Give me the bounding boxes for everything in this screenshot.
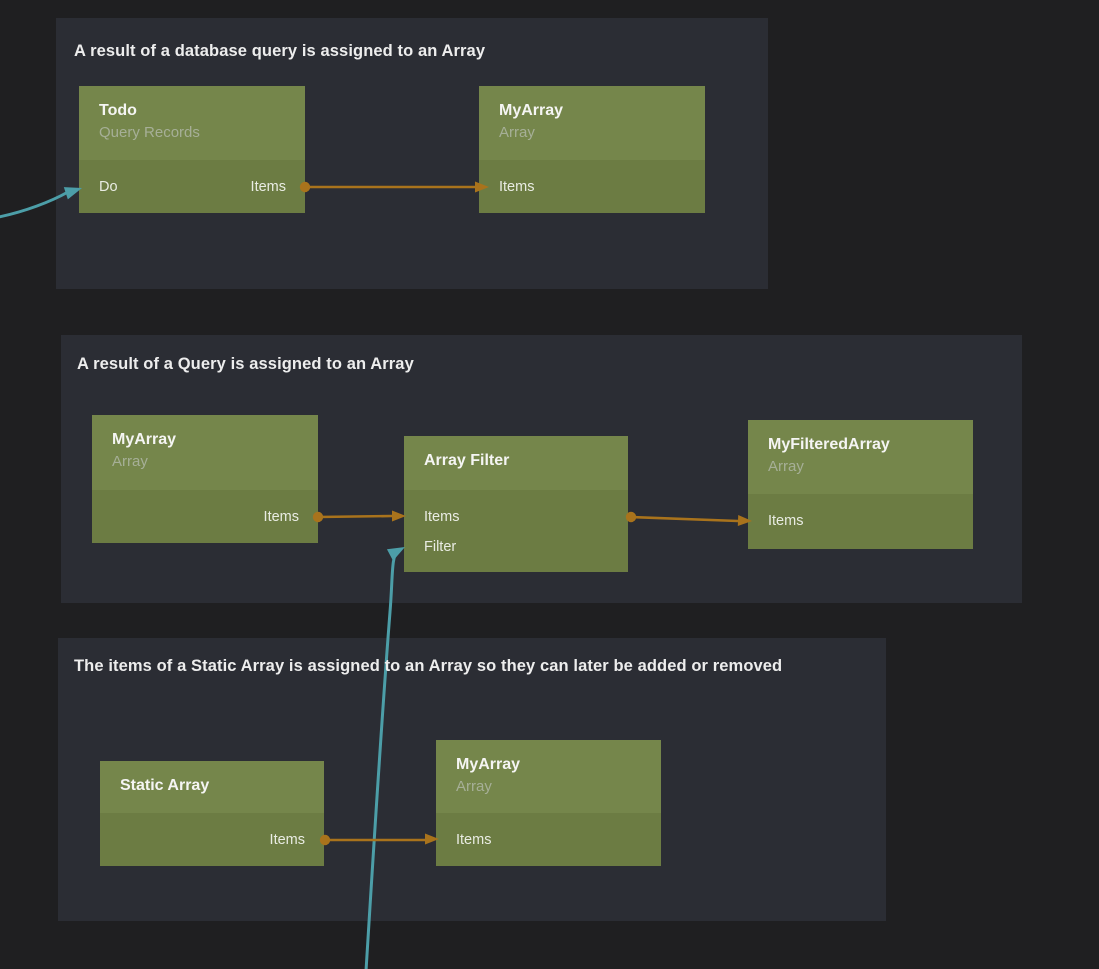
port-row: Items <box>404 502 628 532</box>
node-title: MyArray <box>112 431 177 448</box>
node-ports: Items Filter <box>404 490 628 572</box>
node-subtitle: Array <box>112 453 148 470</box>
input-port-filter[interactable]: Filter <box>424 539 457 555</box>
node-todo-query-records[interactable]: Todo Query Records Do Items <box>79 86 305 213</box>
port-row: Items <box>92 502 318 532</box>
input-port-items[interactable]: Items <box>768 513 804 529</box>
node-subtitle: Array <box>499 124 535 141</box>
node-ports: Items <box>100 813 324 866</box>
node-ports: Items <box>748 494 973 549</box>
node-title: MyArray <box>456 756 521 773</box>
port-row: Items <box>748 506 973 536</box>
node-title: Todo <box>99 102 137 119</box>
node-myarray-3[interactable]: MyArray Array Items <box>436 740 661 866</box>
node-header: Static Array <box>100 761 324 813</box>
node-header: Todo Query Records <box>79 86 305 160</box>
node-array-filter[interactable]: Array Filter Items Filter <box>404 436 628 572</box>
node-ports: Do Items <box>79 160 305 213</box>
output-port-items[interactable]: Items <box>263 509 299 525</box>
node-subtitle: Query Records <box>99 124 200 141</box>
node-ports: Items <box>92 490 318 543</box>
node-myarray-2[interactable]: MyArray Array Items <box>92 415 318 543</box>
node-static-array[interactable]: Static Array Items <box>100 761 324 866</box>
node-header: MyArray Array <box>92 415 318 490</box>
input-port-do[interactable]: Do <box>99 179 118 195</box>
port-row: Items <box>100 825 324 855</box>
input-port-items[interactable]: Items <box>499 179 535 195</box>
node-myfilteredarray[interactable]: MyFilteredArray Array Items <box>748 420 973 549</box>
node-ports: Items <box>479 160 705 213</box>
output-port-items[interactable]: Items <box>250 179 286 195</box>
port-row: Items <box>479 172 705 202</box>
node-ports: Items <box>436 813 661 866</box>
node-subtitle: Array <box>768 458 804 475</box>
node-header: MyFilteredArray Array <box>748 420 973 494</box>
node-title: Static Array <box>120 777 210 794</box>
comment-text-query: A result of a Query is assigned to an Ar… <box>77 355 414 373</box>
input-port-items[interactable]: Items <box>424 509 460 525</box>
node-title: MyFilteredArray <box>768 436 890 453</box>
port-row: Do Items <box>79 172 305 202</box>
node-subtitle: Array <box>456 778 492 795</box>
input-port-items[interactable]: Items <box>456 832 492 848</box>
port-row: Filter <box>404 532 628 562</box>
port-row: Items <box>436 825 661 855</box>
node-title: Array Filter <box>424 452 510 469</box>
node-myarray-1[interactable]: MyArray Array Items <box>479 86 705 213</box>
comment-text-static-array: The items of a Static Array is assigned … <box>74 657 783 675</box>
node-title: MyArray <box>499 102 564 119</box>
node-header: MyArray Array <box>479 86 705 160</box>
node-header: Array Filter <box>404 436 628 490</box>
comment-text-database-query: A result of a database query is assigned… <box>74 42 486 60</box>
node-header: MyArray Array <box>436 740 661 813</box>
output-port-items[interactable]: Items <box>269 832 305 848</box>
